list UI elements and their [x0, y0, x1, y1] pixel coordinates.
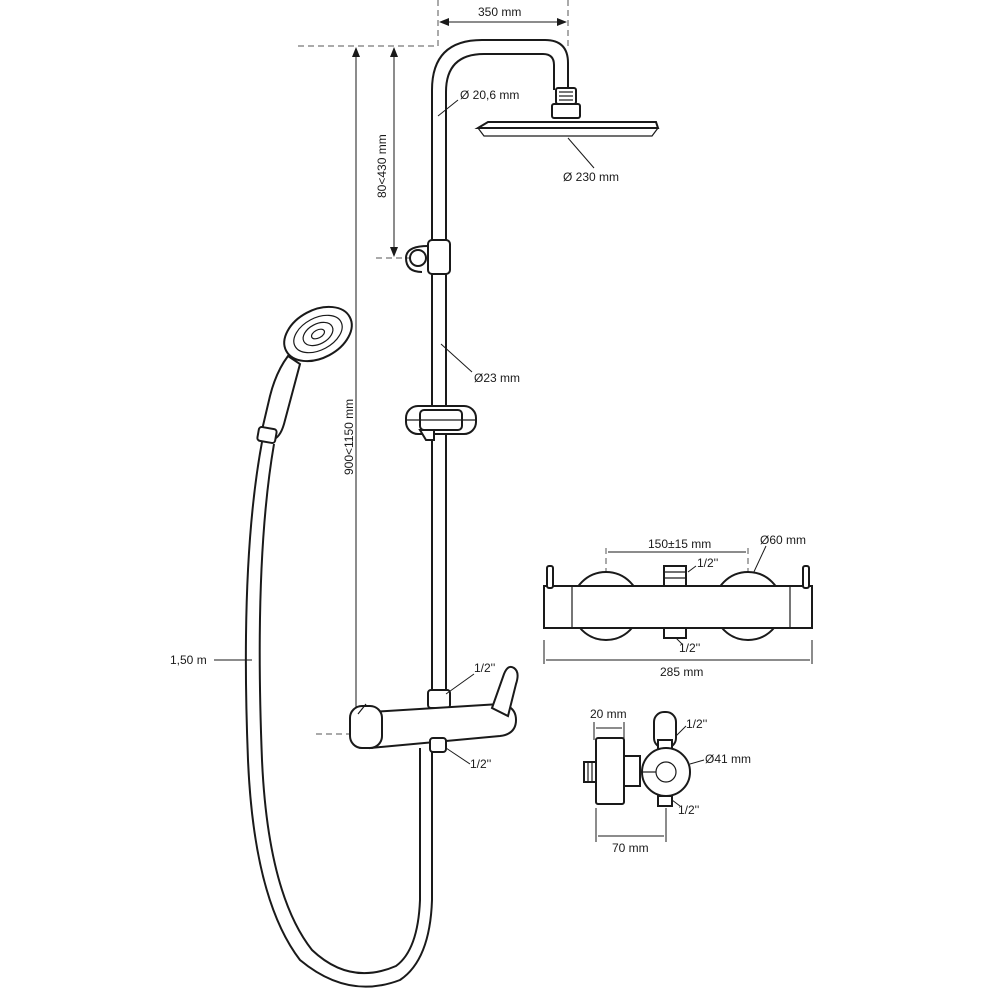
arm-length-label: 350 mm	[478, 5, 521, 19]
upper-bracket	[404, 239, 451, 275]
slider-holder	[405, 405, 477, 441]
arm-diameter-label: Ø 20,6 mm	[460, 88, 519, 102]
side-bottom-thread-label: 1/2''	[678, 803, 699, 817]
head-diameter-label: Ø 230 mm	[563, 170, 619, 184]
rosette-diameter-label: Ø60 mm	[760, 533, 806, 547]
total-height-dimension: 900<1150 mm	[342, 47, 360, 721]
centers-label: 150±15 mm	[648, 537, 711, 551]
arm-diameter-callout: Ø 20,6 mm	[437, 88, 519, 117]
total-height-label: 900<1150 mm	[342, 399, 356, 475]
body-length-label: 285 mm	[660, 665, 703, 679]
side-body-diameter-label: Ø41 mm	[705, 752, 751, 766]
hand-shower	[256, 305, 353, 444]
side-width-label: 70 mm	[612, 841, 649, 855]
arm-length-dimension: 350 mm	[437, 0, 569, 50]
mixer-side-view: 20 mm 1/2'' Ø41 mm 1/2'' 70 mm	[583, 707, 751, 855]
shower-hose: 1,50 m	[170, 441, 433, 988]
shower-arm	[431, 39, 581, 250]
front-top-thread-label: 1/2''	[697, 556, 718, 570]
mixer-bottom-thread-label: 1/2''	[470, 757, 491, 771]
mixer-top-thread-label: 1/2''	[474, 661, 495, 675]
height-adjust-label: 80<430 mm	[375, 134, 389, 198]
slide-rail: Ø23 mm	[431, 274, 520, 690]
overhead-shower-head: Ø 230 mm	[474, 121, 660, 184]
height-adjust-dimension: 80<430 mm	[298, 45, 438, 259]
side-top-thread-label: 1/2''	[686, 717, 707, 731]
thermostatic-mixer: 1/2'' 1/2''	[316, 661, 519, 771]
rail-diameter-label: Ø23 mm	[474, 371, 520, 385]
hose-length-label: 1,50 m	[170, 653, 207, 667]
front-bottom-thread-label: 1/2''	[679, 641, 700, 655]
side-depth-label: 20 mm	[590, 707, 627, 721]
mixer-front-view: 150±15 mm Ø60 mm 1/2'' 1/2'' 285 mm	[543, 533, 813, 679]
